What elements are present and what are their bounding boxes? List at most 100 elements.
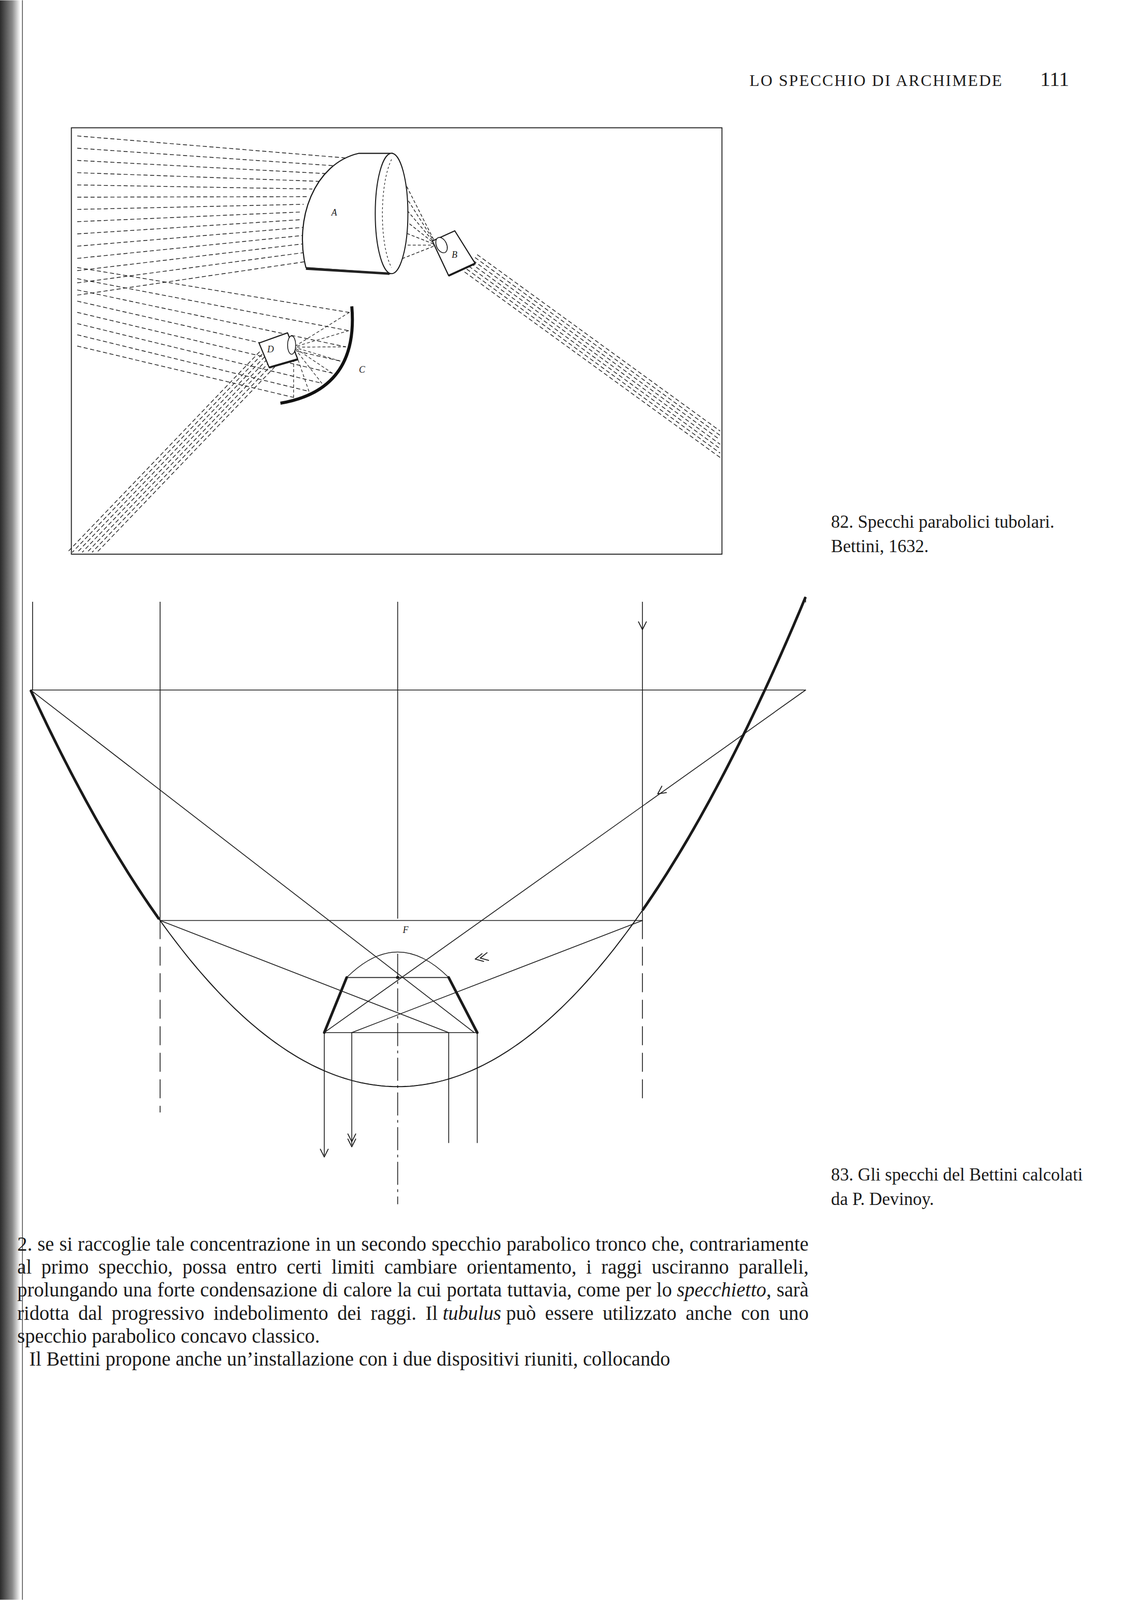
light-ray bbox=[91, 364, 272, 552]
ray-line bbox=[805, 596, 807, 602]
parabola bbox=[30, 596, 806, 1087]
ray-line bbox=[641, 601, 643, 920]
light-ray bbox=[77, 356, 265, 552]
arrow-head bbox=[480, 951, 489, 961]
part-letter: C bbox=[358, 363, 365, 376]
light-ray bbox=[293, 346, 346, 348]
chord-line bbox=[160, 919, 643, 921]
light-ray bbox=[473, 260, 720, 440]
chord-line bbox=[30, 689, 806, 691]
paragraph: Il Bettini propone anche un’installazion… bbox=[17, 1346, 809, 1370]
light-ray bbox=[77, 289, 346, 347]
part-letter: F bbox=[401, 924, 410, 936]
mirror-a-rim bbox=[305, 268, 390, 274]
body-text-italic: specchietto bbox=[677, 1278, 767, 1301]
part-letter: B bbox=[451, 249, 458, 261]
light-ray bbox=[467, 269, 721, 453]
arrow-head bbox=[657, 785, 667, 794]
paragraph: 2. se si raccoglie tale concentrazione i… bbox=[17, 1232, 809, 1348]
secondary-mirror bbox=[448, 977, 478, 1033]
figure-frame bbox=[71, 127, 722, 555]
secondary-parabola bbox=[346, 951, 449, 977]
ray-line bbox=[476, 1032, 478, 1143]
light-ray bbox=[293, 347, 333, 374]
light-ray bbox=[87, 361, 270, 552]
ray-line bbox=[32, 601, 34, 690]
figure-82 bbox=[67, 127, 723, 555]
light-ray bbox=[293, 312, 350, 348]
light-ray bbox=[471, 263, 721, 444]
light-ray bbox=[77, 204, 304, 210]
light-ray bbox=[465, 271, 721, 457]
focus-point bbox=[395, 975, 399, 979]
light-ray bbox=[77, 242, 315, 271]
truncated-mirror bbox=[642, 596, 806, 910]
tubulus-d-mouth bbox=[287, 335, 296, 355]
ray-line bbox=[323, 1032, 325, 1155]
light-ray bbox=[97, 366, 275, 552]
light-ray bbox=[475, 257, 720, 436]
light-ray bbox=[77, 267, 350, 313]
light-ray bbox=[77, 257, 331, 295]
arrow-head bbox=[475, 952, 484, 962]
ray-line bbox=[159, 920, 161, 1113]
ray-line bbox=[30, 689, 475, 1033]
light-ray bbox=[477, 254, 720, 431]
light-ray bbox=[77, 147, 339, 166]
arrow-head bbox=[638, 621, 647, 630]
ray-line bbox=[351, 920, 643, 1033]
ray-line bbox=[448, 1032, 450, 1143]
page-number: 111 bbox=[1039, 66, 1069, 93]
body-text-italic: tubulus bbox=[442, 1301, 502, 1324]
arrow-head bbox=[347, 1133, 356, 1142]
arrow-head bbox=[347, 1138, 356, 1147]
book-gutter bbox=[0, 0, 21, 1600]
tubulus-b-rim bbox=[448, 263, 476, 276]
secondary-mirror bbox=[324, 977, 347, 1033]
light-ray bbox=[77, 278, 349, 331]
light-rays bbox=[67, 135, 721, 552]
mirror-a-inner bbox=[382, 159, 392, 268]
light-ray bbox=[67, 351, 260, 552]
arrow-head bbox=[320, 1148, 329, 1157]
light-ray bbox=[293, 347, 322, 384]
figure-caption: 83. Gli specchi del Bettini calcolati da… bbox=[831, 1162, 1087, 1211]
light-ray bbox=[77, 312, 332, 374]
light-ray bbox=[77, 172, 319, 182]
part-letter: A bbox=[331, 206, 337, 219]
figure-83 bbox=[30, 596, 806, 1204]
body-column: 2. se si raccoglie tale concentrazione i… bbox=[17, 1232, 809, 1371]
figure-caption: 82. Specchi parabolici tubolari. Bettini… bbox=[831, 509, 1087, 559]
tubulus-d bbox=[259, 332, 298, 368]
ray-line bbox=[324, 689, 806, 1033]
light-ray bbox=[77, 160, 328, 174]
light-ray bbox=[77, 323, 322, 384]
gutter-line bbox=[21, 0, 23, 1600]
light-ray bbox=[77, 250, 322, 283]
mirror-a-opening bbox=[375, 153, 408, 274]
light-ray bbox=[77, 135, 351, 159]
light-ray bbox=[82, 359, 268, 552]
tubulus-b bbox=[432, 230, 476, 276]
light-ray bbox=[293, 330, 349, 347]
axis-line bbox=[397, 953, 399, 1204]
light-ray bbox=[77, 196, 307, 198]
ray-line bbox=[641, 920, 643, 1100]
truncated-mirror bbox=[30, 689, 160, 919]
ray-line bbox=[159, 601, 161, 920]
light-ray bbox=[77, 211, 302, 222]
light-ray bbox=[77, 346, 294, 398]
light-ray bbox=[469, 266, 721, 449]
light-ray bbox=[77, 227, 304, 246]
ray-line bbox=[351, 1032, 353, 1145]
light-ray bbox=[293, 347, 341, 361]
running-head: LO SPECCHIO DI ARCHIMEDE bbox=[749, 70, 1004, 92]
body-text: Il Bettini propone anche un’installazion… bbox=[29, 1347, 671, 1370]
ray-line bbox=[160, 920, 449, 1033]
light-ray bbox=[77, 234, 309, 259]
tubulus-b-mouth bbox=[433, 235, 450, 255]
light-ray bbox=[77, 185, 312, 190]
part-letter: D bbox=[267, 343, 274, 356]
tubulus-d-rim bbox=[269, 359, 298, 368]
